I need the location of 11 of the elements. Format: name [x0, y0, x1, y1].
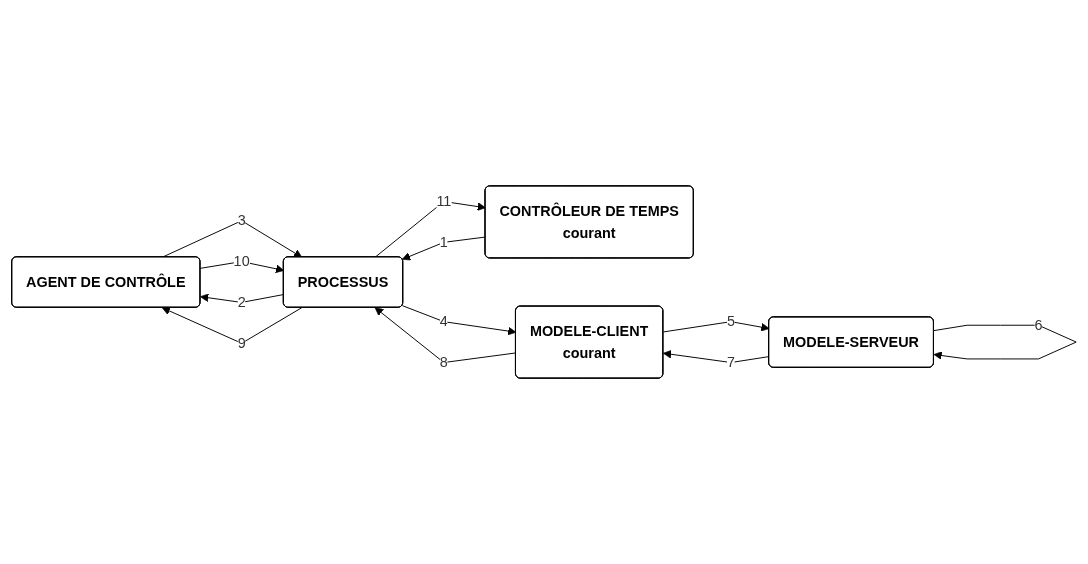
edge-label: 4	[439, 312, 448, 330]
edge-label: 7	[726, 353, 735, 370]
edge-label: 8	[439, 353, 448, 370]
edge-label: 10	[233, 252, 250, 270]
edge-label: 2	[237, 293, 246, 310]
edge-label: 11	[436, 192, 452, 209]
edge-label: 3	[237, 211, 246, 229]
edge-label: 1	[439, 233, 448, 250]
edge-label: 5	[726, 312, 735, 330]
edge-label: 9	[237, 334, 246, 351]
edge-label: 6	[1034, 316, 1043, 333]
